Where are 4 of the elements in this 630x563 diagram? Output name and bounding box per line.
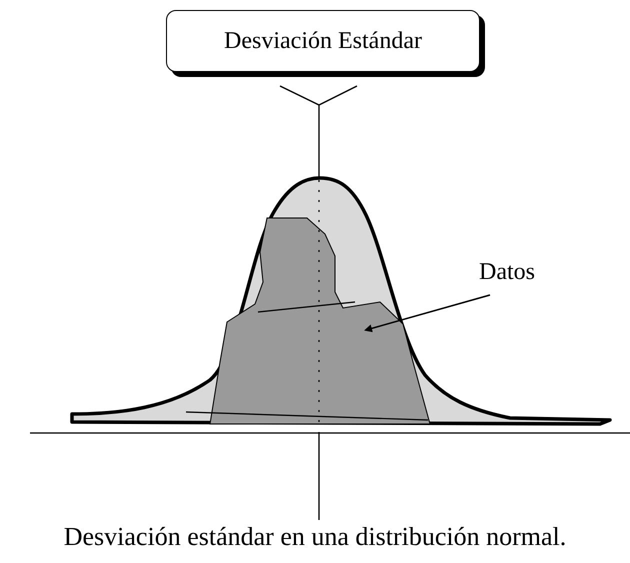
box-title: Desviación Estándar (224, 28, 422, 54)
caption: Desviación estándar en una distribución normal. (62, 522, 568, 552)
leader-line (364, 294, 490, 332)
callout-label: Datos (479, 258, 535, 286)
